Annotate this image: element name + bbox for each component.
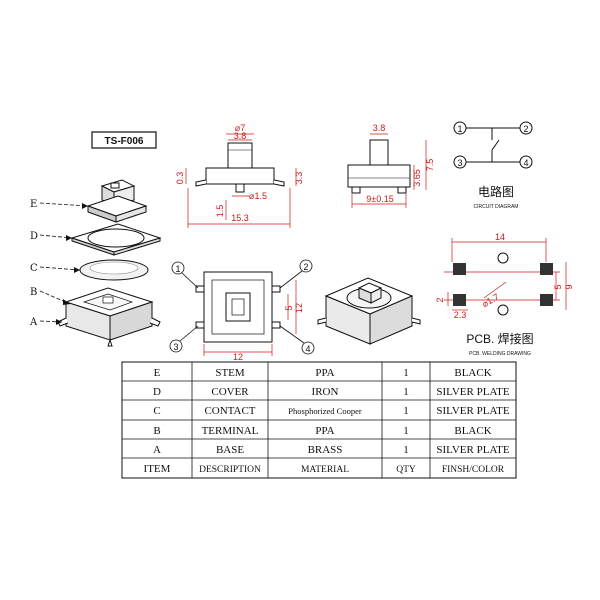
row-item: B — [153, 425, 160, 437]
front-pin-4: 4 — [305, 344, 310, 354]
dim-pin-height: 1.5 — [215, 205, 225, 218]
pcb-subtitle: PCB. WELDING DRAWING — [469, 351, 531, 357]
letter-b: B — [30, 287, 37, 298]
row-desc: TERMINAL — [202, 425, 259, 437]
row-mat: IRON — [312, 386, 339, 398]
pcb-pad-1 — [453, 263, 466, 275]
row-desc: CONTACT — [204, 405, 255, 417]
part-d-cover — [70, 223, 162, 256]
table-row: A BASE BRASS 1 SILVER PLATE — [153, 444, 510, 456]
dim-pcb-h: 5 — [553, 284, 563, 289]
dim-height-left: 0.3 — [175, 172, 185, 185]
title-box-label: TS-F006 — [105, 136, 144, 147]
row-finish: SILVER PLATE — [436, 405, 510, 417]
row-finish: SILVER PLATE — [436, 386, 510, 398]
row-mat: PPA — [315, 367, 334, 379]
header-mat: MATERIAL — [301, 465, 349, 475]
pcb-drawing: 14 5 9 2 ⌀1.7 2.3 PCB. 焊接图 PCB. WELDING … — [435, 232, 574, 357]
exploded-view: E D C B A — [29, 179, 162, 347]
circuit-subtitle: CIRCUIT DIAGRAM — [474, 204, 519, 210]
dim-side-stem: 3.8 — [373, 123, 386, 133]
side-view: 3.8 3.65 7.5 9±0.15 — [347, 123, 435, 208]
title-box: TS-F006 — [91, 131, 157, 149]
row-desc: BASE — [216, 444, 244, 456]
top-profile-view: ⌀7 3.8 0.3 3.3 ⌀1.5 1.5 15.3 — [175, 123, 304, 228]
row-desc: COVER — [211, 386, 249, 398]
letter-d: D — [30, 231, 38, 242]
header-qty: QTY — [396, 465, 416, 475]
header-item: ITEM — [144, 463, 171, 475]
table-row: E STEM PPA 1 BLACK — [154, 367, 492, 379]
dim-height-right: 3.3 — [294, 172, 304, 185]
pcb-pad-4 — [540, 294, 553, 306]
dim-front-h1: 5 — [284, 305, 294, 310]
dim-pcb-width: 14 — [495, 232, 505, 242]
dim-pcb-h2: 9 — [564, 284, 574, 289]
table-header-row: ITEM DESCRIPTION MATERIAL QTY FINSH/COLO… — [144, 463, 505, 475]
circuit-pin-3: 3 — [457, 158, 462, 168]
table-row: C CONTACT Phosphorized Cooper 1 SILVER P… — [153, 405, 510, 417]
row-item: D — [153, 386, 161, 398]
front-pin-1: 1 — [175, 264, 180, 274]
part-a-base — [57, 287, 161, 347]
front-pin-3: 3 — [173, 342, 178, 352]
row-qty: 1 — [403, 386, 409, 398]
pcb-pad-2 — [540, 263, 553, 275]
dim-side-total-height: 7.5 — [425, 159, 435, 172]
circuit-pin-1: 1 — [457, 124, 462, 134]
table-row: D COVER IRON 1 SILVER PLATE — [153, 386, 510, 398]
header-desc: DESCRIPTION — [199, 465, 261, 475]
pcb-title: PCB. 焊接图 — [466, 331, 533, 346]
dim-stem-dia: ⌀7 — [235, 123, 245, 133]
row-mat: PPA — [315, 425, 334, 437]
row-item: E — [154, 367, 161, 379]
front-pin-2: 2 — [303, 262, 308, 272]
dim-stem-width: 3.8 — [234, 131, 247, 141]
part-letters: E D C B A — [29, 199, 89, 328]
letter-c: C — [30, 263, 38, 274]
row-finish: BLACK — [454, 425, 491, 437]
row-finish: SILVER PLATE — [436, 444, 510, 456]
row-item: A — [153, 444, 161, 456]
row-item: C — [153, 405, 160, 417]
row-qty: 1 — [403, 444, 409, 456]
row-qty: 1 — [403, 405, 409, 417]
row-desc: STEM — [215, 367, 245, 379]
table-row: B TERMINAL PPA 1 BLACK — [153, 425, 491, 437]
header-finish: FINSH/COLOR — [442, 465, 505, 475]
circuit-pin-2: 2 — [523, 124, 528, 134]
dim-pcb-pad: 2 — [435, 297, 445, 302]
part-c-contact — [79, 259, 149, 281]
pcb-pad-3 — [453, 294, 466, 306]
front-view: 1 2 3 4 12 5 12 — [169, 259, 315, 362]
dim-front-width: 12 — [233, 352, 243, 362]
isometric-view — [317, 277, 421, 345]
dim-pcb-hole: ⌀1.7 — [480, 292, 501, 310]
dim-pin-dia: ⌀1.5 — [249, 191, 267, 201]
dim-side-body-height: 3.65 — [412, 169, 422, 187]
dim-pcb-pad-width: 2.3 — [454, 310, 467, 320]
dim-body-width: 15.3 — [231, 213, 249, 223]
letter-e: E — [30, 199, 37, 210]
circuit-title: 电路图 — [478, 184, 514, 199]
parts-table: E STEM PPA 1 BLACK D COVER IRON 1 SILVER… — [121, 361, 517, 479]
row-mat: Phosphorized Cooper — [288, 406, 362, 416]
letter-a: A — [29, 317, 38, 328]
row-mat: BRASS — [308, 444, 343, 456]
circuit-diagram: 1 2 3 4 电路图 CIRCUIT DIAGRAM — [453, 121, 533, 210]
dim-front-h2: 12 — [294, 303, 304, 313]
row-qty: 1 — [403, 425, 409, 437]
circuit-pin-4: 4 — [523, 158, 528, 168]
row-qty: 1 — [403, 367, 409, 379]
row-finish: BLACK — [454, 367, 491, 379]
dim-side-width: 9±0.15 — [366, 194, 393, 204]
part-e-stem — [86, 179, 148, 223]
